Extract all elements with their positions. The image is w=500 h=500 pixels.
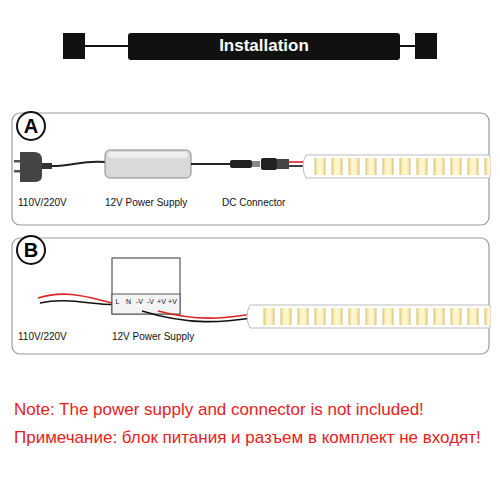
wire bbox=[158, 311, 252, 318]
wire bbox=[38, 294, 118, 304]
note: Примечание: блок питания и разъем в комп… bbox=[14, 426, 492, 451]
terminal-label: N bbox=[126, 298, 131, 305]
panel-letter: B bbox=[24, 240, 38, 260]
panel-letter: A bbox=[24, 116, 38, 136]
terminal-label: L bbox=[116, 298, 120, 305]
terminal-label: +V bbox=[168, 298, 177, 305]
panel bbox=[12, 238, 489, 354]
dc-connector bbox=[230, 158, 308, 170]
cord bbox=[191, 163, 232, 165]
note: Note: The power supply and connector is … bbox=[14, 398, 492, 423]
device-label: DC Connector bbox=[222, 196, 285, 211]
panel bbox=[12, 113, 489, 225]
device-label: 12V Power Supply bbox=[105, 196, 187, 211]
voltage-label: 110V/220V bbox=[18, 196, 67, 211]
cord bbox=[52, 162, 106, 166]
led-strip bbox=[303, 155, 490, 178]
panel-letter-circle: A bbox=[16, 111, 46, 141]
power-supply bbox=[112, 258, 180, 314]
panel-letter-circle: B bbox=[16, 235, 46, 265]
terminal-label: -V bbox=[147, 298, 154, 305]
voltage-label: 110V/220V bbox=[18, 330, 67, 345]
wire bbox=[142, 311, 252, 322]
device-label: 12V Power Supply bbox=[112, 330, 194, 345]
plug bbox=[14, 152, 52, 182]
terminal-label: +V bbox=[157, 298, 166, 305]
power-supply bbox=[105, 150, 191, 178]
header-bar bbox=[63, 33, 437, 60]
led-strip bbox=[247, 305, 490, 328]
terminal-label: -V bbox=[136, 298, 143, 305]
title: Installation bbox=[219, 36, 309, 56]
